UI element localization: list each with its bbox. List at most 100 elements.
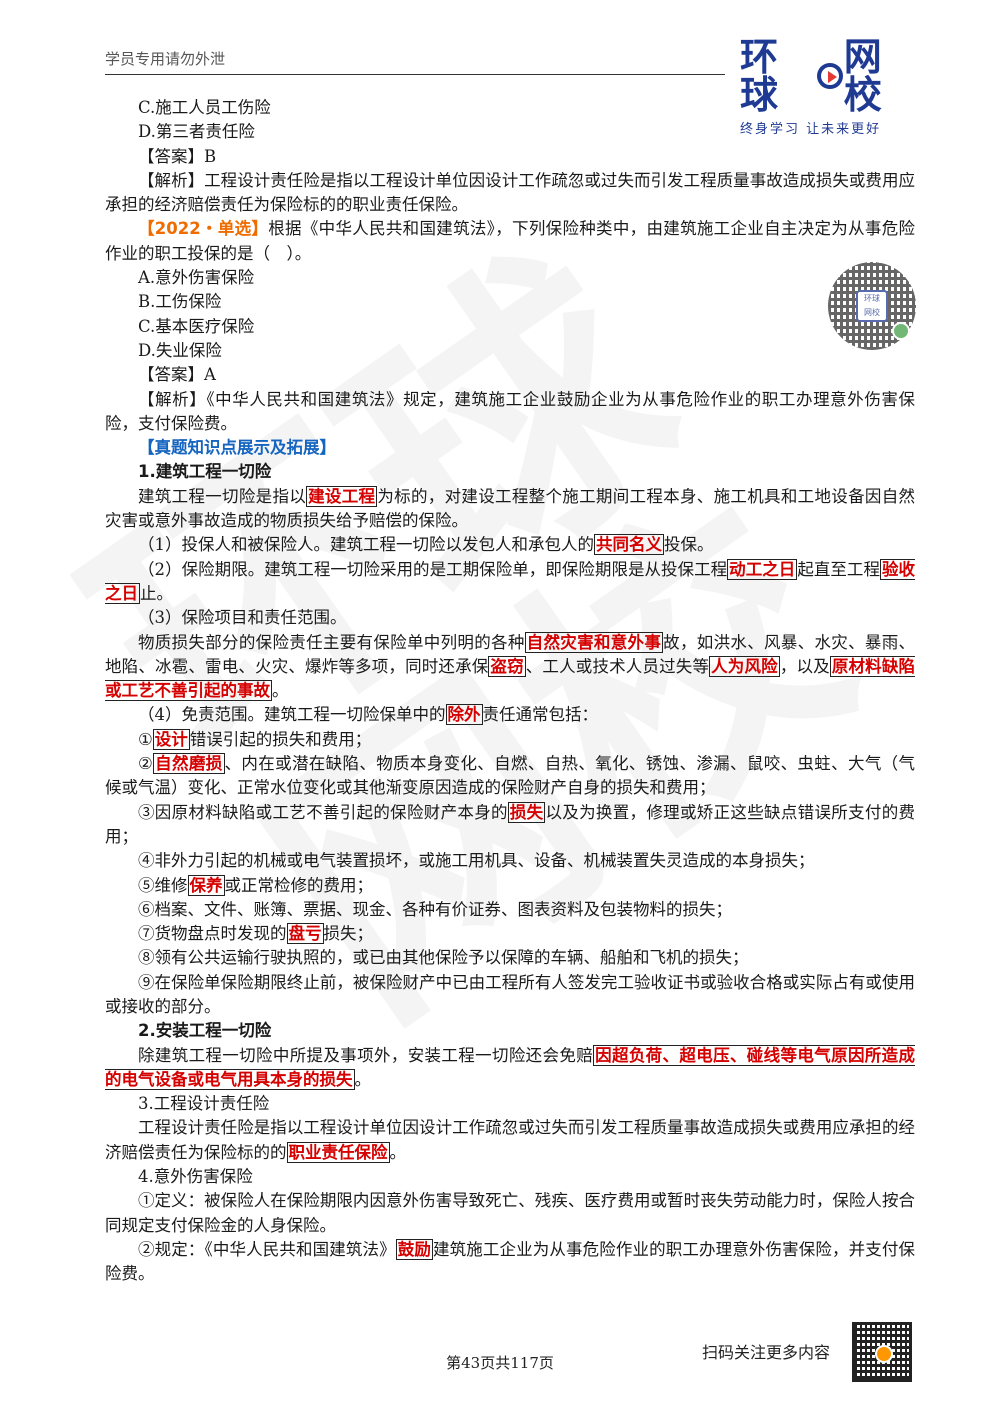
highlighted-keyword: 因超负荷、超电压、碰线等电气原因所造成的电气设备或电气用具本身的损失 (105, 1044, 916, 1090)
text-run: 【答案】A (138, 365, 216, 385)
styled-text: 【真题知识点展示及拓展】 (138, 438, 336, 458)
qr-badge-line2: 网校 (864, 308, 880, 317)
page-header: 学员专用请勿外泄 环球 网校 终身学习 让未来更好 (0, 0, 1000, 137)
highlighted-keyword: 保养 (187, 874, 225, 896)
paragraph: （4）免责范围。建筑工程一切险保单中的除外责任通常包括： (105, 703, 915, 727)
text-run: 建筑施工企业为从事危险作业的职工办理意外伤害保险，并支付保险费。 (105, 1239, 915, 1284)
footer-qr-code-icon (852, 1322, 912, 1382)
highlighted-keyword: 盗窃 (488, 655, 526, 677)
text-run: 为标的，对建设工程整个施工期间工程本身、施工机具和工地设备因自然灾害或意外事故造… (105, 486, 916, 531)
paragraph: 4.意外伤害保险 (105, 1165, 915, 1189)
text-run: 故，如洪水、风暴、水灾、暴雨、地陷、冰雹、雷电、火灾、爆炸等多项，同时还承保 (105, 632, 916, 676)
text-run: ⑧领有公共运输行驶执照的，或已由其他保险予以保障的车辆、船舶和飞机的损失； (138, 948, 749, 968)
styled-text: 1.建筑工程一切险 (138, 462, 272, 482)
paragraph: （2）保险期限。建筑工程一切险采用的是工期保险单，即保险期限是从投保工程动工之日… (105, 558, 916, 607)
text-run: D.第三者责任险 (138, 122, 255, 142)
text-run: ④非外力引起的机械或电气装置损坏，或施工用机具、设备、机械装置失灵造成的本身损失… (138, 851, 815, 871)
logo-text-a: 环球 (740, 35, 780, 117)
highlighted-keyword: 原材料缺陷或工艺不善引起的事故 (105, 655, 916, 702)
text-run: 根据《中华人民共和国建筑法》，下列保险种类中，由建筑施工企业自主决定为从事危险作… (105, 219, 915, 263)
highlighted-keyword: 建设工程 (306, 485, 378, 507)
text-run: B.工伤保险 (138, 292, 222, 312)
paragraph: D.失业保险 (105, 339, 915, 363)
paragraph: （3）保险项目和责任范围。 (105, 606, 915, 630)
logo-play-icon (817, 63, 843, 89)
paragraph: 1.建筑工程一切险 (105, 460, 915, 484)
paragraph: ②规定：《中华人民共和国建筑法》鼓励建筑施工企业为从事危险作业的职工办理意外伤害… (105, 1238, 915, 1287)
paragraph: 【解析】《中华人民共和国建筑法》规定，建筑施工企业鼓励企业为从事危险作业的职工办… (105, 388, 915, 437)
text-run: 【解析】《中华人民共和国建筑法》规定，建筑施工企业鼓励企业为从事危险作业的职工办… (105, 389, 915, 433)
text-run: （1）投保人和被保险人。建筑工程一切险以发包人和承包人的 (138, 535, 594, 555)
qr-badge: 环球 网校 (856, 290, 888, 322)
highlighted-keyword: 除外 (445, 704, 483, 726)
text-run: 错误引起的损失和费用； (189, 729, 372, 749)
qr-badge-line1: 环球 (864, 294, 880, 303)
text-run: 建筑工程一切险是指以 (138, 486, 307, 506)
highlighted-keyword: 人为风险 (709, 655, 780, 677)
paragraph: 除建筑工程一切险中所提及事项外，安装工程一切险还会免赔因超负荷、超电压、碰线等电… (105, 1044, 916, 1093)
highlighted-keyword: 动工之日 (727, 558, 798, 580)
paragraph: 工程设计责任险是指以工程设计单位因设计工作疏忽或过失而引发工程质量事故造成损失或… (105, 1116, 915, 1165)
logo-main: 环球 网校 (740, 38, 920, 114)
text-run: 止。 (140, 583, 173, 603)
logo-text-b: 网校 (843, 35, 883, 117)
highlighted-keyword: 自然磨损 (153, 753, 225, 775)
paragraph: ⑦货物盘点时发现的盘亏损失； (105, 922, 915, 946)
qr-code-icon: 环球 网校 (828, 262, 916, 350)
paragraph: D.第三者责任险 (105, 120, 915, 144)
paragraph: 3.工程设计责任险 (105, 1092, 915, 1116)
text-run: 3.工程设计责任险 (138, 1094, 270, 1114)
text-run: C.施工人员工伤险 (138, 98, 271, 117)
highlighted-keyword: 鼓励 (395, 1238, 433, 1260)
paragraph: 【真题知识点展示及拓展】 (105, 436, 915, 460)
footer-qr-center-icon (875, 1345, 893, 1363)
paragraph: C.基本医疗保险 (105, 315, 915, 339)
highlighted-keyword: 职业责任保险 (286, 1141, 390, 1163)
paragraph: 【答案】A (105, 363, 915, 387)
text-run: 损失； (323, 924, 374, 944)
paragraph: A.意外伤害保险 (105, 266, 915, 290)
text-run: ，以及 (779, 656, 830, 676)
text-run: ① (138, 729, 153, 749)
paragraph: ④非外力引起的机械或电气装置损坏，或施工用机具、设备、机械装置失灵造成的本身损失… (105, 849, 915, 873)
text-run: ⑥档案、文件、账簿、票据、现金、各种有价证券、图表资料及包装物料的损失； (138, 899, 732, 919)
text-run: 。 (354, 1069, 372, 1089)
text-run: ⑦货物盘点时发现的 (138, 924, 287, 944)
styled-text: 2.安装工程一切险 (138, 1021, 272, 1041)
paragraph: ⑧领有公共运输行驶执照的，或已由其他保险予以保障的车辆、船舶和飞机的损失； (105, 946, 915, 970)
paragraph: 【答案】B (105, 145, 915, 169)
paragraph: 建筑工程一切险是指以建设工程为标的，对建设工程整个施工期间工程本身、施工机具和工… (105, 485, 915, 534)
paragraph: C.施工人员工伤险 (105, 96, 915, 120)
text-run: 或正常检修的费用； (224, 875, 374, 895)
text-run: （4）免责范围。建筑工程一切险保单中的 (138, 705, 446, 725)
text-run: ②规定：《中华人民共和国建筑法》 (138, 1239, 396, 1259)
page-number: 第43页共117页 (446, 1354, 554, 1372)
text-run: A.意外伤害保险 (138, 268, 255, 288)
text-run: 。 (272, 681, 289, 701)
text-run: ② (138, 754, 154, 774)
text-run: 投保。 (664, 535, 714, 555)
text-run: 物质损失部分的保险责任主要有保险单中列明的各种 (138, 632, 525, 652)
paragraph: ③因原材料缺陷或工艺不善引起的保险财产本身的损失以及为换置，修理或矫正这些缺点错… (105, 801, 915, 850)
scan-prompt: 扫码关注更多内容 (702, 1343, 831, 1362)
text-run: C.基本医疗保险 (138, 316, 255, 336)
highlighted-keyword: 盘亏 (286, 923, 324, 945)
text-run: （2）保险期限。建筑工程一切险采用的是工期保险单，即保险期限是从投保工程 (138, 559, 728, 579)
text-run: 【答案】B (138, 146, 217, 166)
paragraph: 【2022・单选】根据《中华人民共和国建筑法》，下列保险种类中，由建筑施工企业自… (105, 217, 915, 266)
logo-slogan: 终身学习 让未来更好 (740, 122, 882, 137)
text-run: ⑤维修 (138, 875, 188, 895)
highlighted-keyword: 损失 (507, 801, 546, 823)
text-run: （3）保险项目和责任范围。 (138, 608, 347, 628)
text-run: 【解析】工程设计责任险是指以工程设计单位因设计工作疏忽或过失而引发工程质量事故造… (105, 170, 915, 215)
text-run: 、工人或技术人员过失等 (525, 656, 710, 676)
paragraph: ①定义：被保险人在保险期限内因意外伤害导致死亡、残疾、医疗费用或暂时丧失劳动能力… (105, 1189, 915, 1238)
text-run: 起直至工程 (797, 559, 880, 579)
paragraph: 【解析】工程设计责任险是指以工程设计单位因设计工作疏忽或过失而引发工程质量事故造… (105, 169, 915, 218)
paragraph: 2.安装工程一切险 (105, 1019, 915, 1043)
styled-text: 【2022・单选】 (138, 219, 269, 239)
text-run: 除建筑工程一切险中所提及事项外，安装工程一切险还会免赔 (138, 1045, 594, 1065)
text-run: 、内在或潜在缺陷、物质本身变化、自燃、自热、氧化、锈蚀、渗漏、鼠咬、虫蛀、大气（… (105, 754, 916, 798)
